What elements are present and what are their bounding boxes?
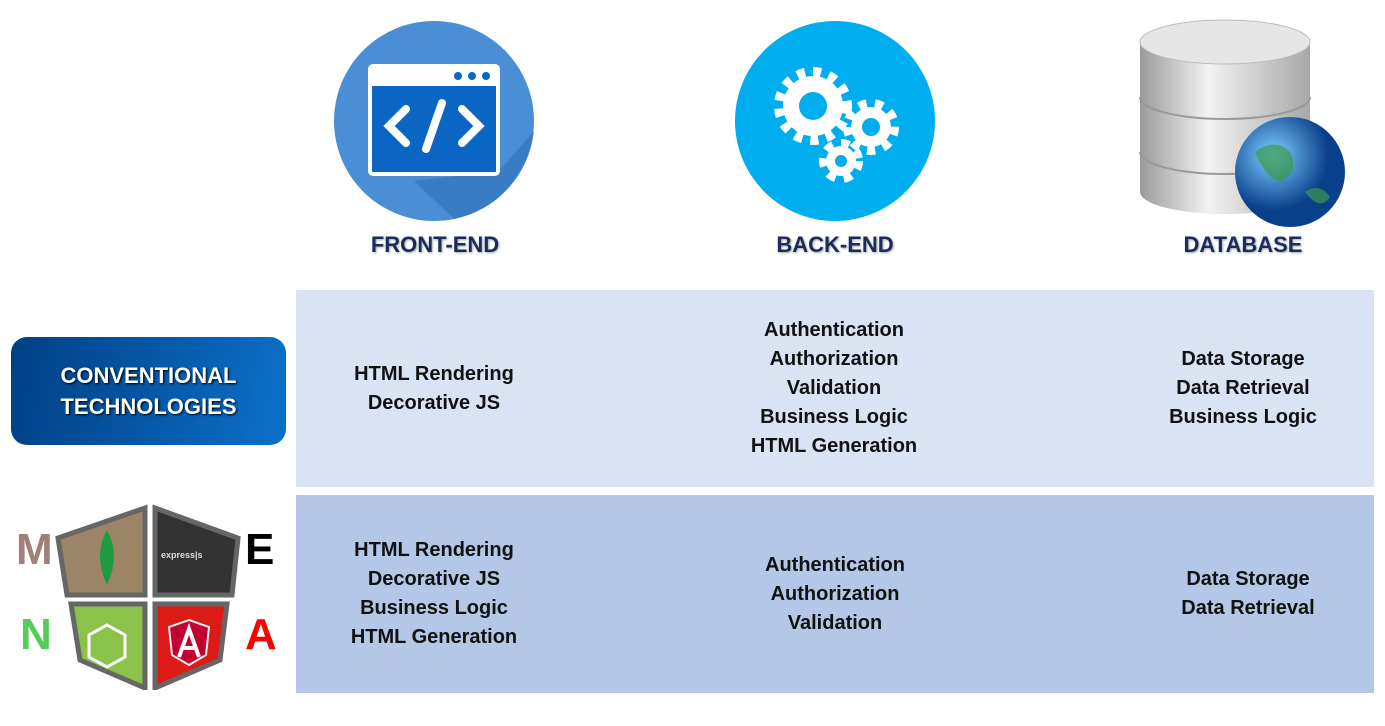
letter-a: A	[245, 610, 277, 659]
js-text: JS	[49, 630, 65, 645]
cell-text: HTML Rendering	[354, 362, 514, 385]
column-header-backend: BACK-END	[776, 232, 894, 257]
cell-text: Validation	[787, 611, 883, 634]
cell-text: Authentication	[765, 553, 905, 576]
cell-text: HTML Generation	[350, 626, 518, 648]
cell-text: HTML Rendering	[354, 539, 514, 561]
label-line: TECHNOLOGIES	[60, 394, 237, 419]
letter-m: M	[16, 525, 53, 574]
cell-text: Data Storage	[1181, 348, 1305, 370]
column-header-database: DATABASE	[1183, 232, 1303, 257]
cell-text: Validation	[786, 377, 882, 399]
cell-text: HTML Generation	[750, 435, 918, 457]
mean-shield-icon	[55, 504, 241, 690]
cell-text: Business Logic	[760, 406, 908, 428]
express-text: express|s	[161, 550, 203, 560]
column-header-frontend: FRONT-END	[370, 232, 500, 257]
conventional-technologies-label: CONVENTIONAL TECHNOLOGIES	[11, 337, 286, 445]
letter-e: E	[245, 525, 275, 574]
code-window-icon	[334, 21, 534, 221]
cell-text: Data Storage	[1186, 568, 1310, 590]
cell-text: Business Logic	[1169, 406, 1317, 428]
cell-text: Authentication	[764, 319, 904, 341]
label-line: CONVENTIONAL	[60, 363, 237, 388]
letter-n: N	[20, 610, 52, 659]
cell-text: Data Retrieval	[1181, 597, 1315, 619]
cell-text: Business Logic	[360, 597, 508, 619]
cell-text: Data Retrieval	[1176, 377, 1310, 399]
mean-stack-logo: express|s JS M E N A	[0, 495, 296, 695]
cell-text: Authorization	[770, 582, 900, 605]
database-globe-icon	[1139, 19, 1345, 227]
gears-icon	[735, 21, 935, 221]
cell-text: Authorization	[769, 348, 899, 370]
cell-text: Decorative JS	[367, 391, 501, 414]
cell-text: Decorative JS	[367, 568, 501, 590]
